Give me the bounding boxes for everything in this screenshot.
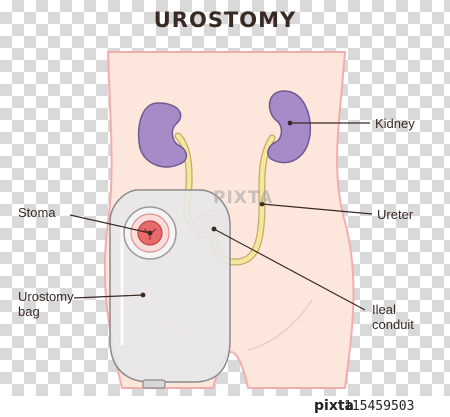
bag-leader-dot bbox=[140, 292, 146, 298]
diagram-title: UROSTOMY bbox=[153, 8, 297, 32]
label-stoma: Stoma bbox=[18, 205, 56, 220]
ureter-leader-line bbox=[261, 203, 373, 215]
watermark: PIXTA bbox=[213, 188, 274, 208]
stoma-leader-line bbox=[69, 214, 151, 234]
stoma-leader-dot bbox=[147, 230, 153, 236]
label-kidney: Kidney bbox=[375, 116, 415, 131]
label-ileal-conduit: Ileal conduit bbox=[372, 302, 414, 332]
bag-leader-line bbox=[73, 294, 144, 299]
abdomen-contour-right bbox=[247, 299, 313, 351]
conduit-leader-line bbox=[213, 228, 366, 311]
brand-logo: pixta bbox=[314, 398, 354, 414]
image-id: 115459503 bbox=[344, 399, 415, 414]
label-urostomy-bag: Urostomy bag bbox=[18, 289, 74, 319]
kidney-leader-dot bbox=[287, 120, 293, 126]
right-kidney bbox=[267, 90, 312, 164]
ureter-leader-dot bbox=[259, 201, 265, 207]
label-ureter: Ureter bbox=[377, 207, 414, 222]
conduit-leader-dot bbox=[211, 226, 217, 232]
bag-drain-outlet bbox=[142, 379, 166, 389]
footer-bar bbox=[0, 396, 450, 417]
left-kidney bbox=[137, 102, 188, 168]
